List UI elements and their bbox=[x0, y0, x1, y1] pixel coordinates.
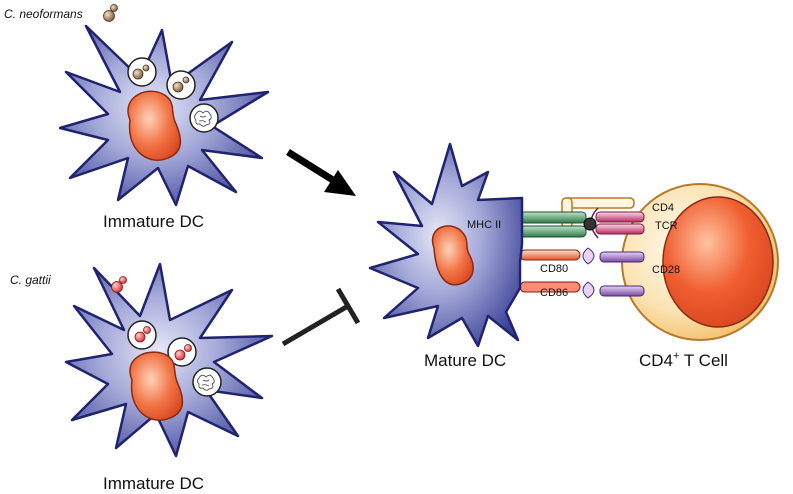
label-t-cell: CD4+ T Cell bbox=[639, 350, 728, 370]
nucleus bbox=[431, 225, 474, 286]
label-cd4: CD4 bbox=[652, 202, 674, 214]
label-tcr: TCR bbox=[655, 220, 678, 232]
cd4-t-cell bbox=[621, 183, 779, 341]
yeast-brown bbox=[182, 76, 190, 84]
t-cell-nucleus bbox=[662, 196, 774, 328]
label-immature-dc-bottom: Immature DC bbox=[103, 474, 204, 493]
label-immature-dc-top: Immature DC bbox=[103, 212, 204, 231]
species-label-bottom: C. gattii bbox=[10, 273, 51, 287]
yeast-brown bbox=[172, 81, 184, 93]
yeast-brown bbox=[142, 64, 150, 72]
antigen-peptide bbox=[583, 217, 597, 231]
mature-dc bbox=[368, 142, 524, 348]
label-cd80: CD80 bbox=[540, 263, 568, 275]
cd28-receptor-upper bbox=[582, 247, 645, 265]
species-label-top: C. neoformans bbox=[4, 7, 83, 21]
yeast-icon-bottom bbox=[111, 276, 127, 293]
yeast-brown bbox=[132, 68, 144, 80]
label-mhc-ii: MHC II bbox=[467, 219, 501, 231]
yeast-red bbox=[143, 326, 151, 334]
cd28-receptor-lower bbox=[582, 281, 645, 299]
yeast-icon-top bbox=[103, 4, 118, 22]
yeast-red bbox=[174, 349, 186, 361]
label-cd28: CD28 bbox=[652, 264, 680, 276]
phagosome-degraded bbox=[192, 367, 222, 397]
inhibition-bar-icon bbox=[281, 287, 361, 347]
phagosome-degraded bbox=[189, 103, 219, 133]
tcr-receptor bbox=[590, 207, 645, 239]
cd80-ligand bbox=[519, 249, 581, 261]
immature-dc-top bbox=[58, 24, 270, 207]
degraded-debris bbox=[194, 110, 212, 127]
label-mature-dc: Mature DC bbox=[424, 351, 506, 370]
degraded-debris bbox=[197, 374, 215, 391]
immature-dc-bottom bbox=[64, 262, 274, 458]
yeast-red bbox=[184, 344, 192, 352]
yeast-red bbox=[134, 331, 146, 343]
maturation-arrow-icon bbox=[286, 149, 356, 196]
nucleus bbox=[127, 90, 182, 161]
label-cd86: CD86 bbox=[540, 287, 568, 299]
mhc-ii-molecule bbox=[519, 211, 597, 238]
nucleus bbox=[129, 351, 184, 421]
